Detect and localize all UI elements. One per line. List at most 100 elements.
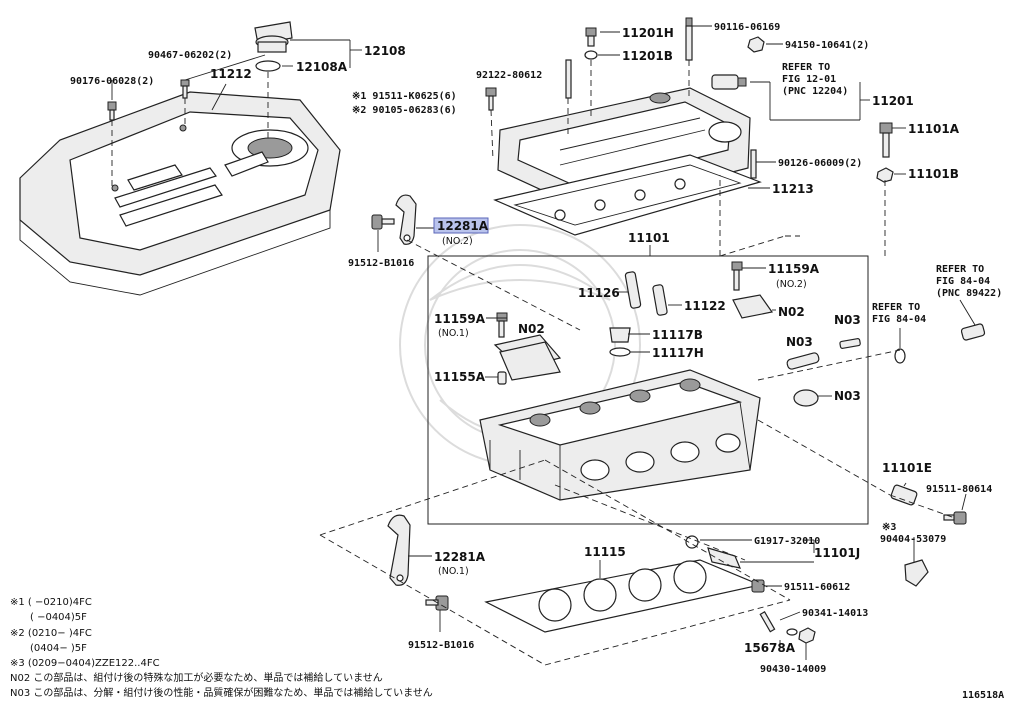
bolt-11101a[interactable] <box>879 122 893 158</box>
cylinder-head-group-frame <box>427 255 869 525</box>
label-11101a: 11101A <box>908 122 960 136</box>
label-n03-c: N03 <box>834 389 861 403</box>
label-91512-top: 91512-B1016 <box>348 258 414 269</box>
label-n02-left: N02 <box>518 322 545 336</box>
label-15678a: 15678A <box>744 641 796 655</box>
label-91512-bottom: 91512-B1016 <box>408 640 474 651</box>
seal-11117b[interactable] <box>609 327 631 343</box>
stud-90116[interactable] <box>685 17 693 61</box>
head-cover-gasket[interactable] <box>493 154 762 236</box>
label-11159a-no2: 11159A <box>768 262 820 276</box>
label-12108a: 12108A <box>296 60 348 74</box>
label-11101j: 11101J <box>814 546 860 560</box>
label-91511-60612: 91511-60612 <box>784 582 850 593</box>
nut-94150[interactable] <box>747 36 765 53</box>
label-refer2-b: FIG 84-04 <box>936 276 990 287</box>
bearing-cap-n02-left[interactable] <box>493 334 562 381</box>
highlight-12281a <box>433 217 489 234</box>
fitting-11101j[interactable] <box>707 547 741 569</box>
label-n02-right: N02 <box>778 305 805 319</box>
stud-92122[interactable] <box>565 59 572 99</box>
footnote-n03: N03 この部品は、分解・組付け後の性能・品質確保が困難なため、単品では補給して… <box>10 686 433 699</box>
label-refer1-c: (PNC 12204) <box>782 86 848 97</box>
bearing-cap-n02-right[interactable] <box>732 294 774 319</box>
label-94150: 94150-10641(2) <box>785 40 869 51</box>
washer-15678a[interactable] <box>786 628 798 636</box>
label-11155a: 11155A <box>434 370 486 384</box>
label-refer1-a: REFER TO <box>782 62 830 73</box>
label-refer2-a: REFER TO <box>936 264 984 275</box>
bolt-91511-80614[interactable] <box>943 511 967 525</box>
cap-gasket[interactable] <box>255 60 281 72</box>
label-90430: 90430-14009 <box>760 664 826 675</box>
label-90176: 90176-06028(2) <box>70 76 154 87</box>
label-11159a-no1-sub: (NO.1) <box>438 328 469 339</box>
label-11117h: 11117H <box>652 346 704 360</box>
washer-refer-84-04-b[interactable] <box>894 348 906 364</box>
label-note3: ※3 <box>882 522 896 533</box>
label-11115: 11115 <box>584 545 626 559</box>
pin-11126[interactable] <box>624 271 642 309</box>
label-11126: 11126 <box>578 286 620 300</box>
label-90404: 90404-53079 <box>880 534 946 545</box>
footnote-3: ※3 (0209−0404)ZZE122..4FC <box>10 658 160 669</box>
label-11117b: 11117B <box>652 328 703 342</box>
label-11122: 11122 <box>684 299 726 313</box>
label-91511-80614: 91511-80614 <box>926 484 992 495</box>
footnotes: ※1 ( −0210)4FC ( −0404)5F ※2 (0210− )4FC… <box>10 597 1004 701</box>
leader-lines <box>111 25 976 660</box>
bolt-91512-bottom[interactable] <box>425 595 449 611</box>
label-12281a-no1-sub: (NO.1) <box>438 566 469 577</box>
elbow-90404[interactable] <box>904 559 929 587</box>
bolt-91512-top[interactable] <box>371 214 395 230</box>
label-11201b: 11201B <box>622 49 673 63</box>
label-note1: ※1 91511-K0625(6) <box>352 91 457 102</box>
label-90126: 90126-06009(2) <box>778 158 862 169</box>
label-11213: 11213 <box>772 182 814 196</box>
footnote-n02: N02 この部品は、組付け後の特殊な加工が必要なため、単品では補給していません <box>10 671 383 684</box>
stud-90341[interactable] <box>759 611 776 633</box>
cylinder-head[interactable] <box>479 369 761 501</box>
washer-11101b[interactable] <box>876 167 894 183</box>
label-refer3-b: FIG 84-04 <box>872 314 926 325</box>
bolt-11159a-right[interactable] <box>731 261 743 291</box>
bolt-11159a-left[interactable] <box>496 312 508 338</box>
label-note2: ※2 90105-06283(6) <box>352 105 457 116</box>
sensor-11101e[interactable] <box>890 484 918 506</box>
bolts-11201h-11201b[interactable] <box>584 27 598 60</box>
bolt-91511-k0625[interactable] <box>485 87 497 111</box>
label-11201h: 11201H <box>622 26 674 40</box>
label-11159a-no1: 11159A <box>434 312 486 326</box>
label-11101e: 11101E <box>882 461 932 475</box>
bracket-12281a-no2[interactable] <box>395 194 417 245</box>
label-11101b: 11101B <box>908 167 959 181</box>
engine-cover[interactable] <box>19 91 341 296</box>
label-12108: 12108 <box>364 44 406 58</box>
tube-n03-b[interactable] <box>786 352 820 370</box>
nut-90430[interactable] <box>798 627 816 644</box>
sensor-refer-84-04-a[interactable] <box>960 323 986 341</box>
figure-id: 116518A <box>962 690 1004 701</box>
bolt-90176[interactable] <box>107 101 117 121</box>
label-g1917: G1917-32010 <box>754 536 820 547</box>
footnote-2a: ※2 (0210− )4FC <box>10 628 92 639</box>
stud-90126[interactable] <box>750 149 757 179</box>
pin-11155a[interactable] <box>497 371 507 385</box>
head-gasket[interactable] <box>484 559 762 633</box>
label-11201: 11201 <box>872 94 914 108</box>
bracket-12281a-no1[interactable] <box>387 514 411 586</box>
label-refer3-a: REFER TO <box>872 302 920 313</box>
oring-g1917[interactable] <box>685 535 699 549</box>
pin-11122[interactable] <box>652 284 668 316</box>
oil-filler-cap[interactable] <box>254 21 293 53</box>
plug-n03-a[interactable] <box>839 338 861 349</box>
washer-11117h[interactable] <box>609 347 631 357</box>
label-11159a-no2-sub: (NO.2) <box>776 279 807 290</box>
footnote-1a: ※1 ( −0210)4FC <box>10 597 92 608</box>
cup-n03-c[interactable] <box>793 389 819 407</box>
label-92122: 92122-80612 <box>476 70 542 81</box>
callout-labels: 90467-06202(2) 12108 12108A 90176-06028(… <box>70 22 1002 675</box>
label-90116: 90116-06169 <box>714 22 780 33</box>
vvt-valve[interactable] <box>711 74 747 90</box>
label-refer2-c: (PNC 89422) <box>936 288 1002 299</box>
